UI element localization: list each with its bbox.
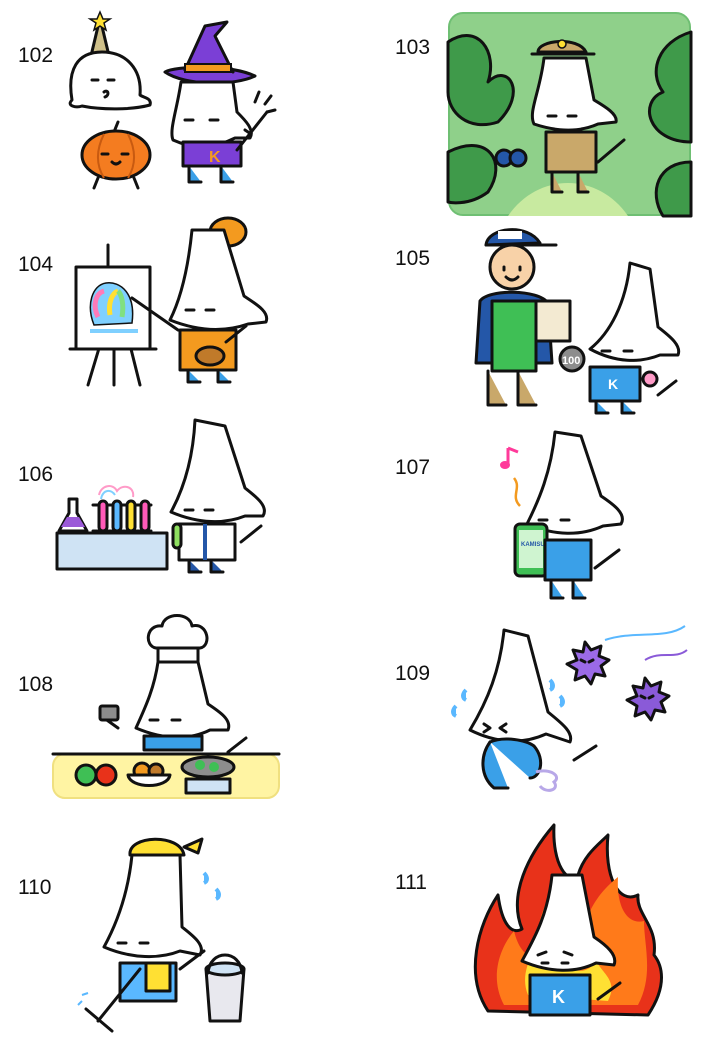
sticker-number: 108 bbox=[18, 673, 54, 696]
music-note-icon bbox=[500, 446, 521, 507]
sticker-103[interactable]: 103 bbox=[360, 0, 720, 225]
shirt-letter: K bbox=[552, 987, 565, 1007]
sticker-number: 106 bbox=[18, 463, 54, 486]
mascot-cleaning-broom-bucket-icon bbox=[77, 837, 246, 1033]
sticker-106[interactable]: 106 bbox=[0, 415, 360, 605]
sticker-number: 107 bbox=[395, 456, 431, 479]
mascot-on-fire-icon: K bbox=[473, 823, 663, 1017]
sticker-109[interactable]: 109 bbox=[360, 620, 720, 820]
mascot-scientist-icon bbox=[169, 418, 266, 574]
lab-bench-test-tubes-icon bbox=[55, 485, 169, 571]
phone-text: KAMISU CITY bbox=[521, 542, 560, 548]
easel-canvas-icon bbox=[68, 243, 158, 387]
shirt-letter: K bbox=[608, 376, 618, 392]
shirt-letter: K bbox=[209, 149, 221, 166]
sticker-number: 111 bbox=[395, 871, 427, 894]
sticker-number: 109 bbox=[395, 662, 431, 685]
mascot-painter-beret-icon bbox=[130, 216, 269, 384]
sticker-number: 102 bbox=[18, 44, 54, 67]
sticker-number: 103 bbox=[395, 36, 431, 59]
sticker-102[interactable]: 102 K bbox=[0, 0, 360, 205]
sticker-108[interactable]: 108 bbox=[0, 605, 360, 810]
frying-pan-stove-icon bbox=[180, 755, 236, 795]
sticker-111[interactable]: 111 K bbox=[360, 815, 720, 1040]
mascot-running-germs-icon bbox=[451, 628, 598, 792]
pumpkin-icon bbox=[80, 120, 152, 190]
sticker-104[interactable]: 104 bbox=[0, 205, 360, 415]
ghost-with-party-hat-icon bbox=[68, 10, 152, 111]
mascot-shopping-coin-icon: 100 K bbox=[558, 261, 681, 415]
vegetables-icon bbox=[74, 763, 118, 787]
sticker-number: 105 bbox=[395, 247, 431, 270]
shopkeeper-with-bag-icon bbox=[474, 228, 572, 407]
sticker-110[interactable]: 110 bbox=[0, 810, 360, 1040]
bowl-icon bbox=[126, 761, 172, 787]
mascot-smartphone-icon: KAMISU CITY bbox=[513, 430, 624, 600]
mascot-witch-hat-wand-icon: K bbox=[163, 20, 277, 184]
sticker-number: 110 bbox=[18, 876, 52, 899]
sticker-105[interactable]: 105 100 K bbox=[360, 215, 720, 420]
sticker-107[interactable]: 107 KAMISU CITY bbox=[360, 420, 720, 620]
mascot-chef-icon bbox=[98, 614, 248, 754]
sticker-number: 104 bbox=[18, 253, 54, 276]
jungle-explorer-scene-icon bbox=[446, 12, 693, 218]
coin-value: 100 bbox=[562, 355, 580, 367]
germs-icon bbox=[565, 625, 688, 722]
